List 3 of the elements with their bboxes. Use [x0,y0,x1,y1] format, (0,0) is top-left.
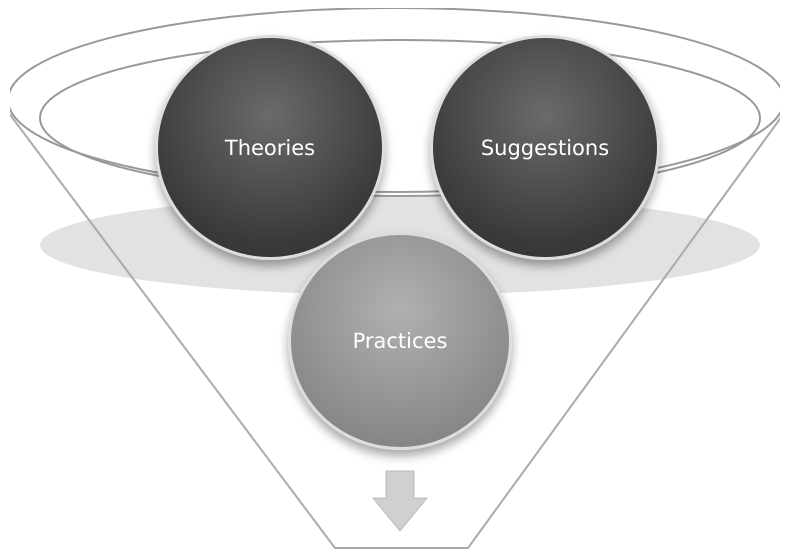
node-label: Suggestions [480,136,610,160]
node-label: Theories [224,136,316,160]
node-label: Practices [352,329,448,353]
